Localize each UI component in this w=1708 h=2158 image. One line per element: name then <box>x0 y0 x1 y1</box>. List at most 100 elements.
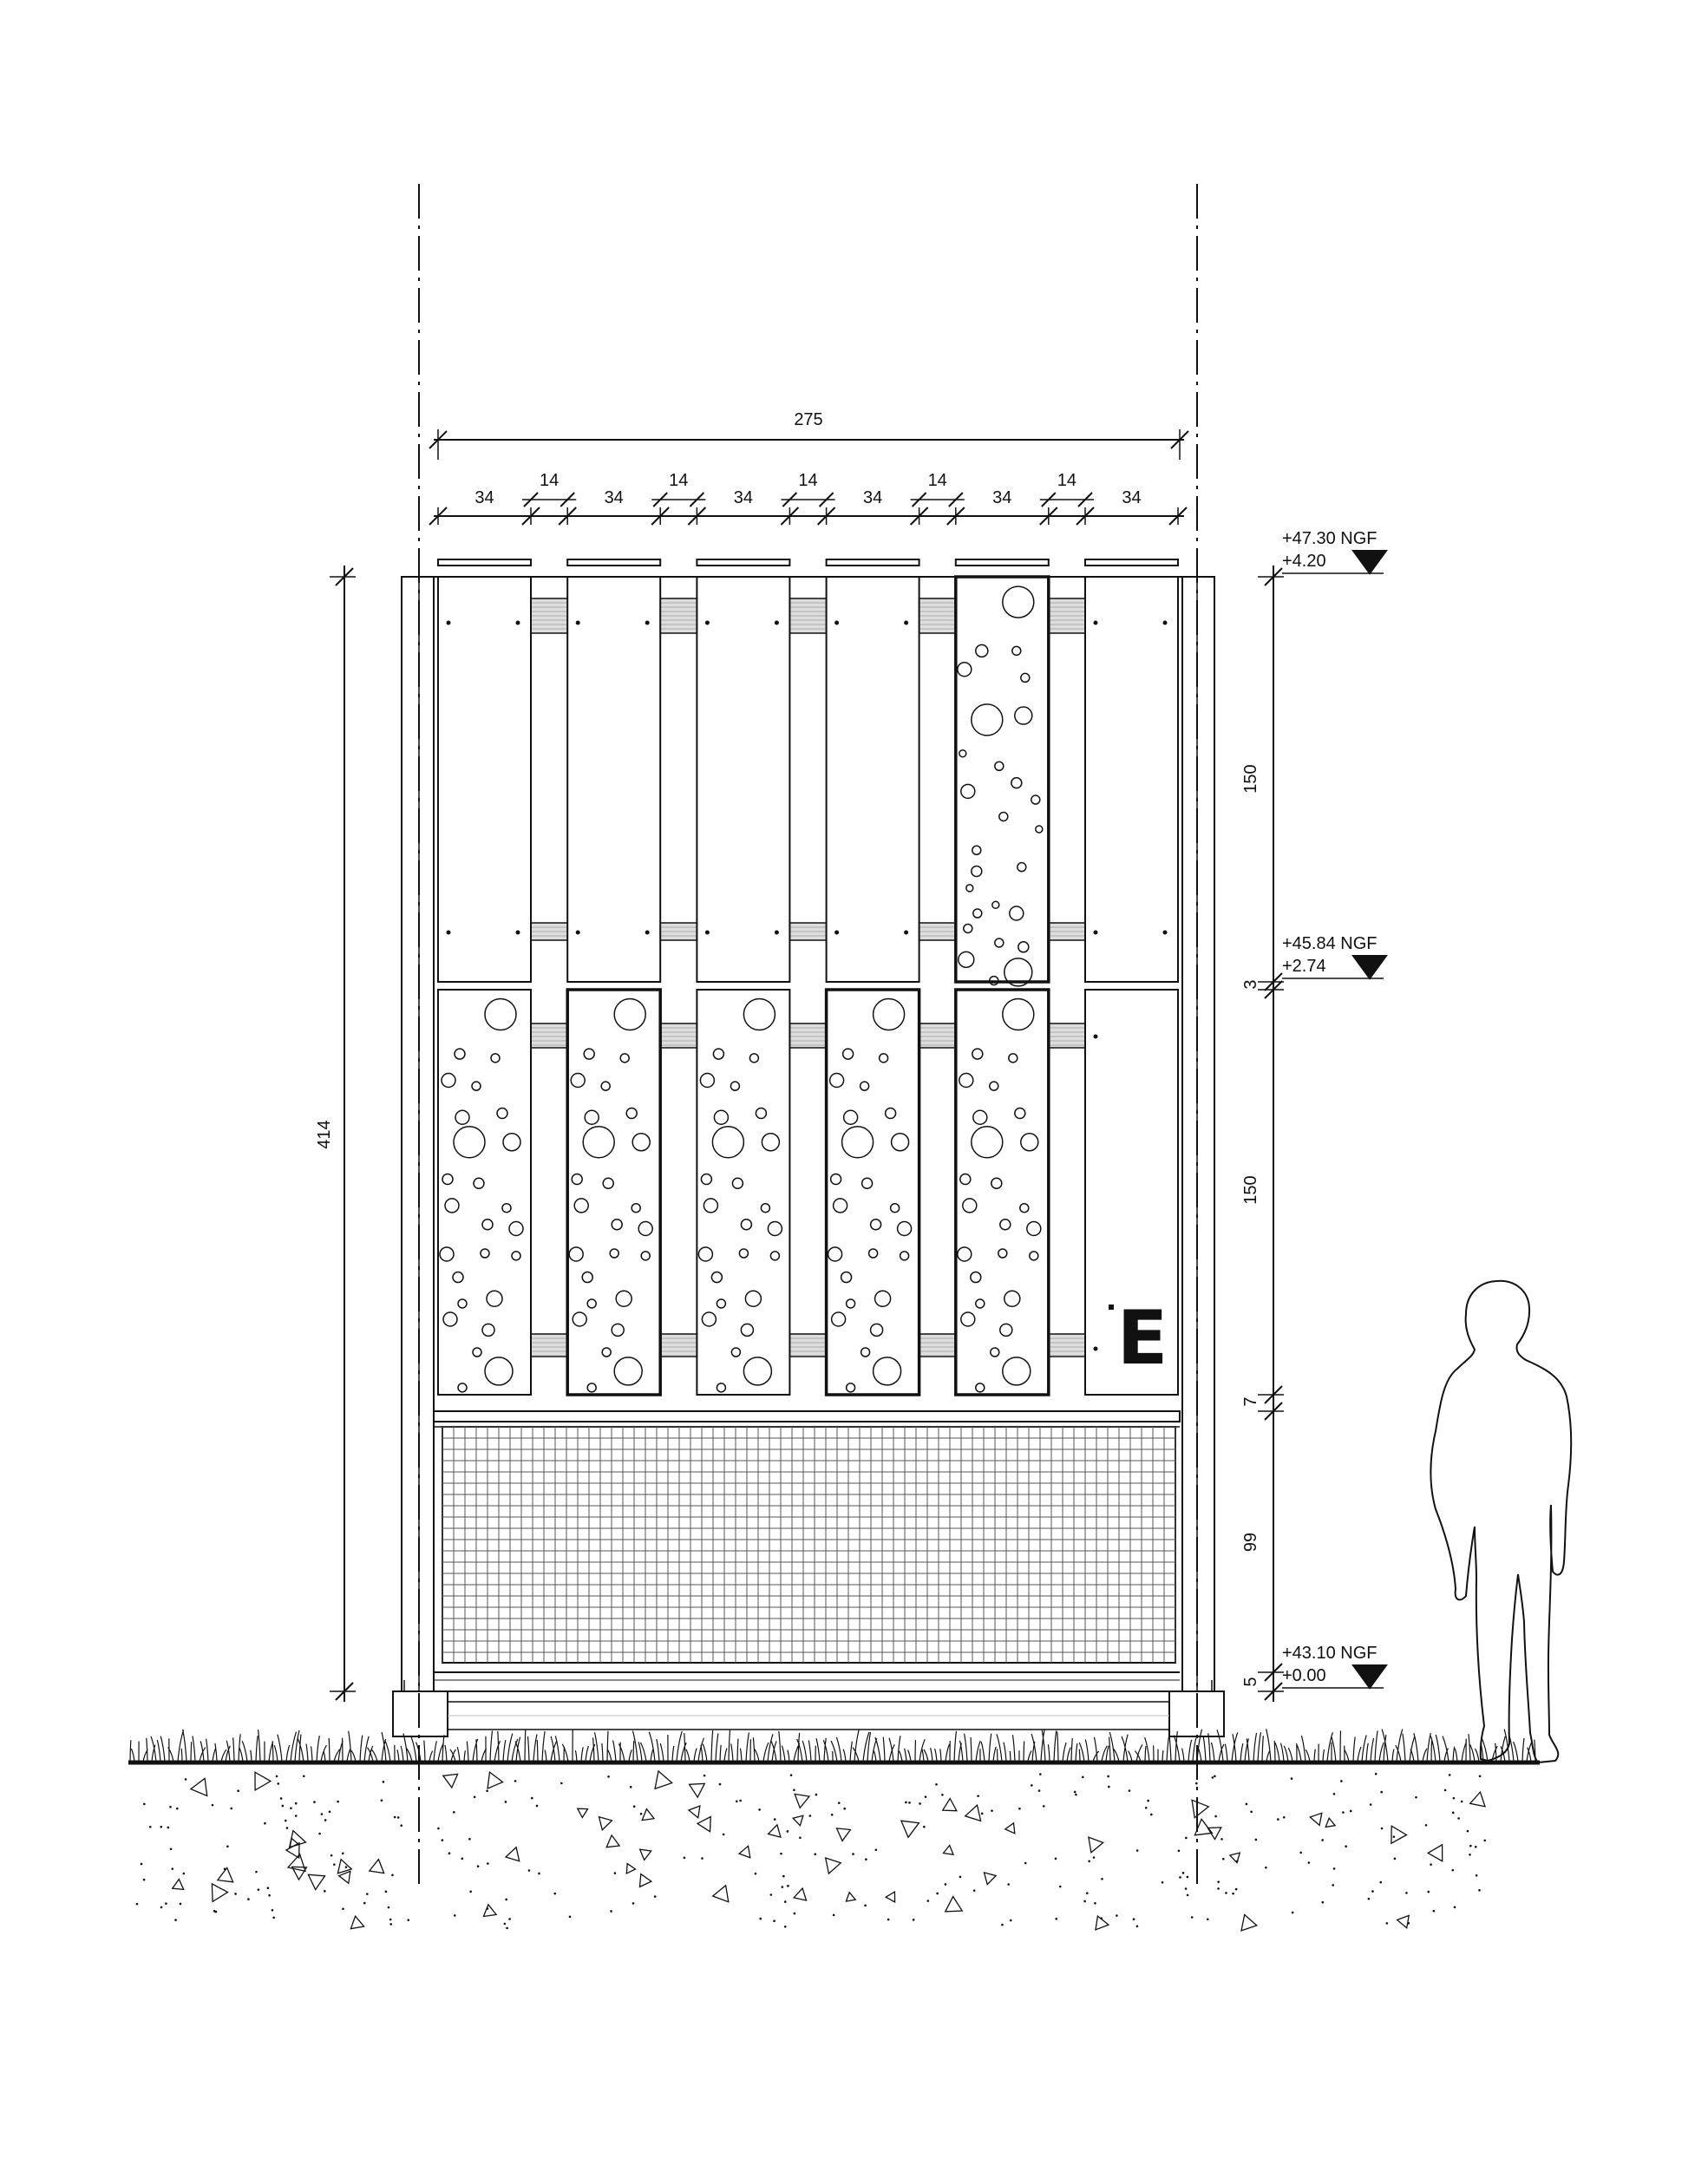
level-ngf: +43.10 NGF <box>1282 1644 1378 1663</box>
perforation-hole <box>899 1251 910 1261</box>
perforation-hole <box>841 1048 854 1060</box>
top-cap <box>1084 559 1179 566</box>
panel-width-label: 34 <box>1122 488 1141 507</box>
lower-panel-row <box>437 988 1179 1396</box>
panel-letter-sign: E <box>1109 1295 1168 1382</box>
panel-width-label: 34 <box>474 488 494 507</box>
rail-segment <box>789 1023 828 1049</box>
perforation-hole <box>730 1081 741 1091</box>
perforation-hole <box>611 1323 625 1337</box>
fixing-point <box>704 620 710 625</box>
perforation-hole <box>861 1177 874 1189</box>
perforation-hole <box>568 1246 584 1262</box>
perforation-hole <box>842 1109 859 1125</box>
perforation-hole <box>1020 672 1031 683</box>
perforation-hole <box>972 1109 988 1125</box>
perforation-hole <box>571 1173 583 1186</box>
perforation-hole <box>889 1203 900 1213</box>
perforation-hole <box>971 865 983 878</box>
perforation-hole <box>872 997 906 1031</box>
rail-segment <box>789 1333 828 1357</box>
perforation-hole <box>975 1298 985 1309</box>
perforation-hole <box>1018 941 1030 953</box>
perforation-hole <box>508 1220 524 1237</box>
perforation-hole <box>484 997 517 1031</box>
fixing-point <box>704 930 710 935</box>
horizontal-rails <box>530 598 1086 1357</box>
level-relative: +0.00 <box>1282 1666 1326 1685</box>
top-cap <box>696 559 791 566</box>
grass <box>129 1729 1536 1762</box>
perforation-hole <box>1004 1290 1021 1307</box>
upper-plain-panel <box>696 576 791 983</box>
perforation-hole <box>869 1219 882 1231</box>
perforation-hole <box>453 1126 486 1159</box>
perforation-hole <box>1011 645 1022 657</box>
perforation-hole <box>991 900 1000 910</box>
perforation-hole <box>872 1357 902 1386</box>
perforation-hole <box>1031 795 1041 805</box>
perforation-hole <box>860 1347 871 1357</box>
top-cap <box>566 559 662 566</box>
perforation-hole <box>890 1133 910 1152</box>
perforation-hole <box>572 1311 587 1327</box>
gap-width-label: 14 <box>798 471 817 490</box>
perforation-hole <box>631 1203 641 1213</box>
perforation-hole <box>699 1072 716 1089</box>
perforation-hole <box>1014 706 1033 725</box>
perforation-hole <box>731 1177 744 1189</box>
fixing-point <box>904 620 909 625</box>
perforation-hole <box>975 644 989 658</box>
perforation-hole <box>442 1311 458 1327</box>
level-relative: +4.20 <box>1282 552 1326 571</box>
perforation-hole <box>442 1173 454 1186</box>
steel-frame <box>401 576 1215 1692</box>
fixing-point <box>446 930 451 935</box>
perforation-hole <box>998 811 1009 822</box>
perforation-hole <box>701 1311 717 1327</box>
fixing-point <box>645 930 650 935</box>
perforation-hole <box>615 1290 632 1307</box>
perforation-hole <box>586 1383 597 1393</box>
perforation-hole <box>827 1246 843 1262</box>
perforation-hole <box>582 1126 615 1159</box>
rail-segment <box>1048 1333 1086 1357</box>
perforation-hole <box>959 1072 974 1089</box>
perforation-hole <box>990 1347 1000 1357</box>
perforation-hole <box>511 1251 521 1261</box>
perforation-hole <box>601 1347 612 1357</box>
perforation-hole <box>632 1133 651 1152</box>
level-triangle <box>1351 550 1388 575</box>
lower-perforated-panel <box>954 988 1050 1396</box>
wire-mesh-panel <box>434 1426 1180 1681</box>
level-markers: +47.30 NGF+4.20+45.84 NGF+2.74+43.10 NGF… <box>1282 529 1388 1690</box>
rail-label: 7 <box>1241 1396 1260 1406</box>
perforation-hole <box>711 1126 745 1159</box>
perforation-hole <box>999 1323 1013 1337</box>
panel-width-label: 34 <box>992 488 1011 507</box>
perforation-hole <box>994 761 1005 771</box>
perforation-hole <box>613 1357 643 1386</box>
perforation-hole <box>994 938 1005 948</box>
human-scale-figure <box>1430 1279 1573 1764</box>
perforation-hole <box>625 1107 638 1120</box>
perforation-hole <box>609 1248 619 1259</box>
perforation-hole <box>830 1311 847 1327</box>
perforation-hole <box>960 1311 976 1327</box>
perforation-hole <box>710 1271 723 1284</box>
overall-height-label: 414 <box>315 1120 334 1148</box>
lower-perforated-panel <box>696 989 791 1396</box>
perforation-hole <box>473 1177 485 1189</box>
perforation-hole <box>602 1177 614 1189</box>
rail-segment <box>918 1333 957 1357</box>
lower-perforated-panel <box>566 988 662 1396</box>
perforation-hole <box>1004 958 1033 987</box>
perforation-hole <box>971 703 1004 736</box>
lower-band-label: 150 <box>1241 1175 1260 1204</box>
fixing-point <box>774 930 779 935</box>
perforation-hole <box>484 1357 514 1386</box>
lower-perforated-panel <box>824 988 921 1396</box>
perforation-hole <box>959 1173 972 1186</box>
top-cap <box>954 559 1050 566</box>
perforation-hole <box>960 783 976 800</box>
